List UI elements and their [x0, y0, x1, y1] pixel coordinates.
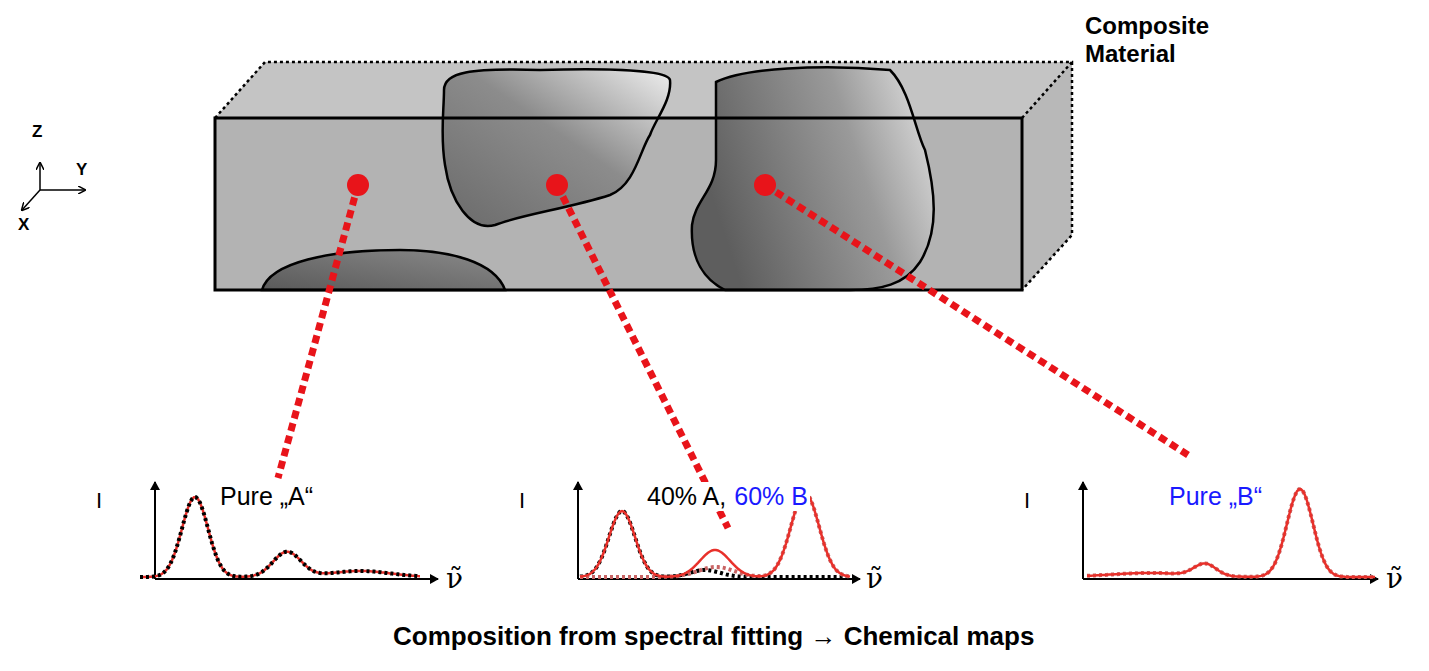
measure-point — [546, 174, 568, 196]
inclusion — [262, 250, 505, 290]
spectrum-title: Pure „B“ — [1167, 482, 1264, 511]
measure-point — [347, 174, 369, 196]
spectrum-title: 40% A, — [645, 482, 728, 511]
side-face — [1022, 62, 1072, 290]
intensity-axis: I — [519, 488, 525, 513]
spectrum-title: 60% B — [732, 482, 810, 511]
measure-points — [347, 174, 776, 196]
wavenumber-axis: ν̃ — [446, 563, 463, 595]
leader-lines — [278, 185, 1188, 528]
block-title: Composite Material — [1085, 12, 1235, 67]
coordinate-axes — [22, 163, 85, 210]
measure-point — [754, 174, 776, 196]
axis-name: Y — [76, 160, 87, 180]
inclusion — [692, 67, 934, 290]
caption: Composition from spectral fitting → Chem… — [393, 622, 1034, 652]
spectrum-a — [580, 511, 850, 577]
leader-line — [278, 185, 358, 478]
wavenumber-axis: ν̃ — [1386, 563, 1403, 595]
wavenumber-axis: ν̃ — [866, 563, 883, 595]
leader-line — [765, 185, 1188, 455]
intensity-axis: I — [96, 488, 102, 513]
axis-name: Z — [32, 122, 42, 142]
intensity-axis: I — [1024, 488, 1030, 513]
hidden-edges — [215, 62, 1072, 290]
plot-axes — [155, 482, 1378, 579]
leader-line — [557, 185, 728, 528]
spectrum-title: Pure „A“ — [218, 482, 315, 511]
axis-name: X — [18, 215, 29, 235]
inclusion — [442, 69, 670, 226]
